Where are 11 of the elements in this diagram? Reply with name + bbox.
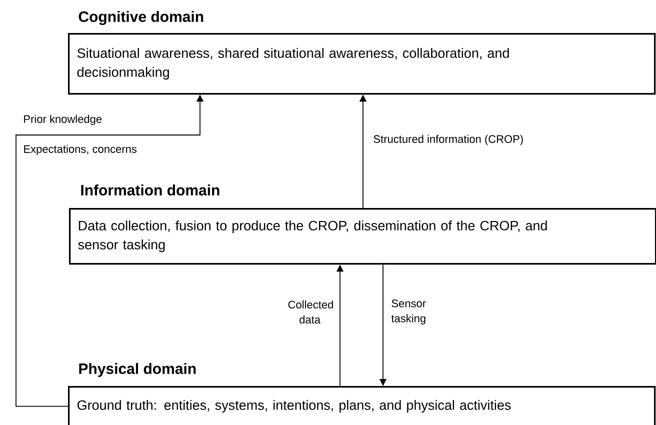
domain-box: Situational awareness, shared situational awareness, collaboration, and decisionmaking xyxy=(68,33,656,95)
annotation-label: Expectations, concerns xyxy=(24,144,136,156)
domain-heading: Physical domain xyxy=(79,363,196,377)
edge-label: Structured information (CROP) xyxy=(374,134,523,146)
edge-label: Sensor tasking xyxy=(391,300,426,324)
domain-heading: Cognitive domain xyxy=(78,10,204,26)
domain-heading: Information domain xyxy=(81,184,220,196)
edge-label: Collected data xyxy=(288,300,333,324)
domain-box: Data collection, fusion to produce the CROP, dissemination of the CROP, and sensor tasking xyxy=(69,208,656,265)
domain-box: Ground truth: entities, systems, intentions, plans, and physical activities xyxy=(68,386,656,425)
edge-label: Prior knowledge xyxy=(24,114,102,126)
